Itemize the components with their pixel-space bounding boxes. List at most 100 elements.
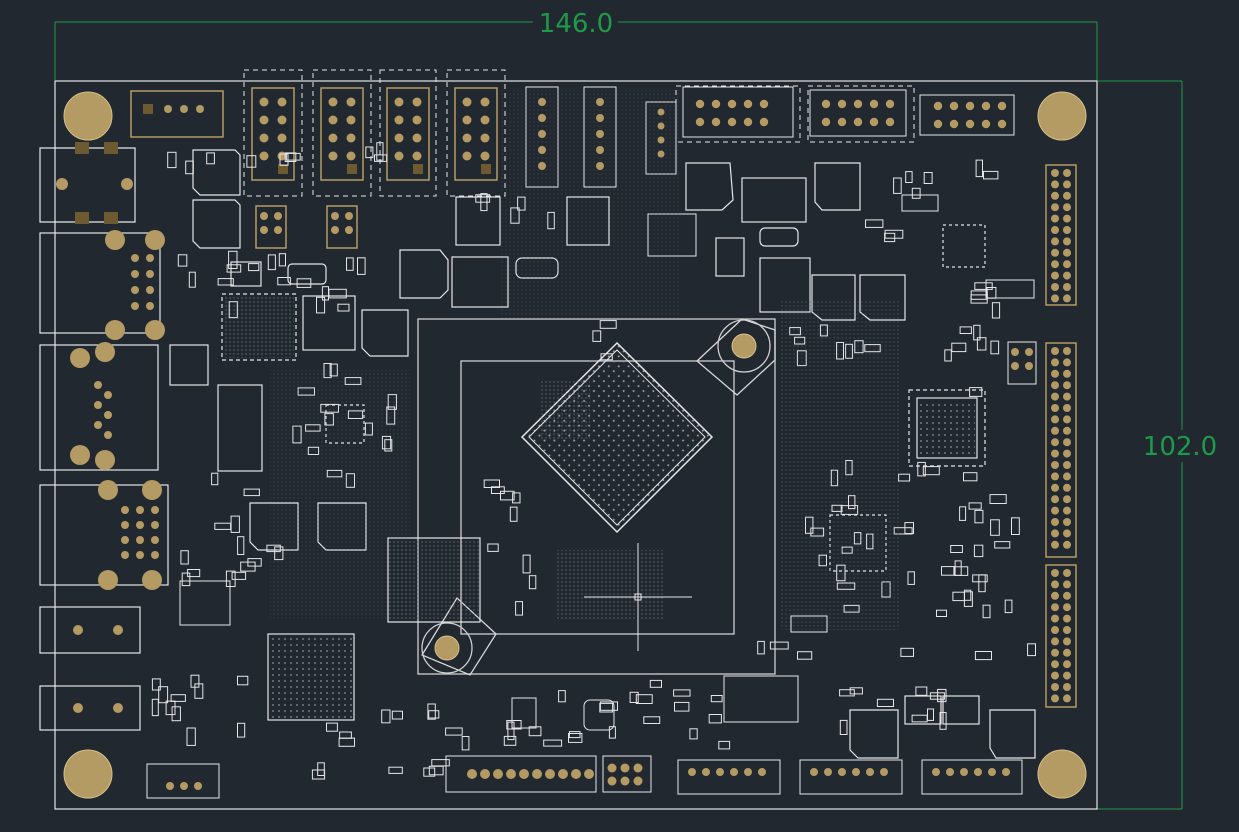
smd-part [689,728,698,740]
smd-part [915,686,928,696]
header-pin [853,117,863,127]
smd-part [990,340,1000,355]
smd-part [974,509,984,524]
header-pin [1051,294,1059,303]
smd-part [839,689,855,697]
smd-part [296,278,312,288]
smd-part [528,726,542,737]
header-pin [394,133,404,143]
smd-part [898,473,911,482]
header-pin [1063,506,1071,515]
smd-part [599,701,619,711]
header-pin [1063,283,1071,291]
smd-part [989,494,1007,505]
header-pin [259,133,269,143]
header-pin [1063,495,1071,504]
header-pin [1051,283,1059,291]
header-pin [462,151,472,161]
smd-part [311,769,326,780]
header-pin [412,97,422,107]
smd-part [522,554,531,574]
header-pin [1051,237,1059,246]
connector-pin [960,768,968,776]
header-outline [1045,342,1077,558]
smd-part [357,257,366,275]
smd-part [643,716,661,724]
height-dimension-label: 102.0 [1143,432,1217,462]
header-pin [346,151,356,161]
smd-part [445,727,463,736]
connector-pin [730,768,738,776]
header-outline [1045,564,1077,708]
header-pin [1051,626,1059,634]
header-pin [1051,495,1059,504]
connector-pin [620,776,630,786]
header-pin [346,133,356,143]
header-pin [965,101,975,111]
smd-part [568,731,581,739]
smd-part [1004,599,1013,614]
db9-outline [39,484,169,586]
via-field-left [270,370,410,620]
smd-part [206,152,215,165]
header-pin [480,151,490,161]
smd-part [374,154,388,162]
header-pin [277,115,287,125]
header-pin [412,133,422,143]
crosshair-cursor[interactable] [584,543,692,651]
header-pin [345,212,353,220]
connector-pin [180,782,188,790]
header-pin [480,115,490,125]
header-pin [260,226,268,234]
smd-part [939,712,947,730]
header-pin [1051,461,1059,469]
connector-pin [824,768,832,776]
header-pin [1063,637,1071,646]
top-pin-headers [130,90,224,138]
smd-part [941,566,955,576]
smd-part [982,604,991,619]
via-field-top [500,90,680,320]
header-pin [1051,191,1059,200]
smd-part [797,651,813,660]
header-pin [1051,694,1059,703]
header-pin [1051,569,1059,577]
smd-part [900,647,915,657]
smd-part [978,574,986,593]
smd-part [936,609,947,618]
smd-part [976,337,987,351]
connector-pin [166,782,174,790]
wifi-chip [942,224,986,268]
smd-part [240,561,256,572]
header-pin [1063,392,1071,401]
header-pin [1063,671,1071,680]
header-pin [1063,426,1071,435]
smd-part [186,727,196,746]
usb-hub-pads [919,400,975,456]
header-pin [1063,271,1071,280]
header-pin [1051,426,1059,435]
smd-part [757,640,765,655]
smd-part [284,152,297,162]
mounting-holes [63,91,1087,799]
header-pin [1063,648,1071,657]
connector-pin [702,768,710,776]
header-pin [1051,180,1059,189]
smd-part [181,572,191,587]
smd-part [381,709,391,724]
connector-pin [194,782,202,790]
smd-part [884,232,896,243]
header-pin [480,133,490,143]
header-pin [1063,603,1071,612]
header-pin [1063,626,1071,634]
smd-part [974,282,993,290]
smd-part [475,194,491,203]
smd-part [328,288,347,299]
smd-part [528,575,537,590]
smd-part [599,320,617,329]
smd-part [968,502,982,510]
smd-part [708,714,722,724]
header-pin [885,99,895,109]
smd-part [937,688,947,703]
